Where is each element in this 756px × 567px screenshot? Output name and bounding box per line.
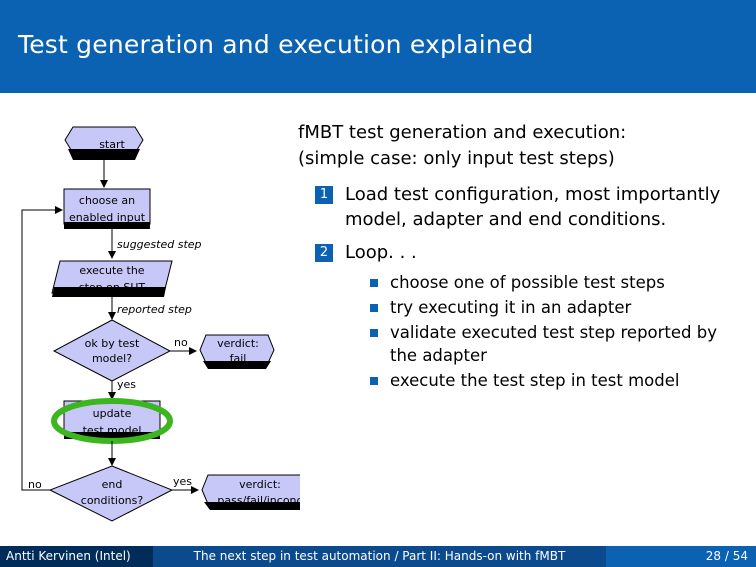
execute-label-1: execute the bbox=[79, 264, 144, 277]
verdict-pass-label-1: verdict: bbox=[239, 478, 281, 491]
numbered-list: 1 Load test configuration, most importan… bbox=[298, 182, 748, 392]
choose-label-2: enabled input bbox=[69, 211, 146, 224]
ok-decision-node: ok by test model? bbox=[52, 319, 172, 382]
end-label-1: end bbox=[102, 478, 123, 491]
footer-talk-title: The next step in test automation / Part … bbox=[153, 546, 606, 567]
execute-label-2: step on SUT bbox=[79, 281, 146, 294]
number-badge: 1 bbox=[315, 186, 333, 204]
sublist-item-text: execute the test step in test model bbox=[390, 371, 680, 390]
footer-author: Antti Kervinen (Intel) bbox=[0, 546, 153, 567]
verdict-fail-node: verdict: fail bbox=[199, 334, 275, 369]
bullet-square-icon bbox=[370, 304, 378, 312]
number-badge: 2 bbox=[315, 244, 333, 262]
update-label-2: test model bbox=[83, 424, 142, 437]
start-label: start bbox=[99, 138, 125, 151]
bullet-square-icon bbox=[370, 377, 378, 385]
bullet-square-icon bbox=[370, 279, 378, 287]
sublist-item: try executing it in an adapter bbox=[345, 296, 748, 319]
sublist-item: validate executed test step reported by … bbox=[345, 321, 748, 367]
no-label-1: no bbox=[174, 336, 188, 349]
choose-label-1: choose an bbox=[79, 194, 135, 207]
slide-content: fMBT test generation and execution: (sim… bbox=[298, 120, 748, 400]
yes-label-1: yes bbox=[117, 378, 136, 391]
end-decision-node: end conditions? bbox=[48, 465, 174, 522]
yes-label-2: yes bbox=[173, 475, 192, 488]
choose-input-node: choose an enabled input bbox=[63, 188, 151, 229]
intro-line-2: (simple case: only input test steps) bbox=[298, 148, 615, 169]
edge-loop-back bbox=[21, 206, 63, 491]
list-item-text: Load test configuration, most importantl… bbox=[345, 184, 721, 230]
loop-sublist: choose one of possible test steps try ex… bbox=[345, 271, 748, 392]
update-label-1: update bbox=[93, 407, 132, 420]
flowchart: start choose an enabled input suggested … bbox=[21, 126, 300, 522]
slide-title-bar: Test generation and execution explained bbox=[0, 0, 756, 93]
suggested-step-label: suggested step bbox=[117, 238, 202, 251]
ok-label-2: model? bbox=[92, 352, 132, 365]
verdict-pass-label-2: pass/fail/inconc bbox=[217, 494, 300, 507]
sublist-item-text: choose one of possible test steps bbox=[390, 273, 665, 292]
no-label-2: no bbox=[28, 478, 42, 491]
reported-step-label: reported step bbox=[117, 303, 192, 316]
ok-label-1: ok by test bbox=[85, 337, 140, 350]
list-item: 2 Loop. . . choose one of possible test … bbox=[298, 240, 748, 392]
start-node: start bbox=[64, 126, 144, 160]
list-item-text: Loop. . . bbox=[345, 242, 417, 263]
list-item: 1 Load test configuration, most importan… bbox=[298, 182, 748, 232]
execute-node: execute the step on SUT bbox=[51, 260, 173, 297]
footer-page-number: 28 / 54 bbox=[606, 546, 756, 567]
sublist-item: choose one of possible test steps bbox=[345, 271, 748, 294]
intro-line-1: fMBT test generation and execution: bbox=[298, 122, 627, 143]
bullet-square-icon bbox=[370, 329, 378, 337]
sublist-item-text: try executing it in an adapter bbox=[390, 298, 632, 317]
end-label-2: conditions? bbox=[81, 494, 144, 507]
slide-title: Test generation and execution explained bbox=[18, 30, 534, 59]
verdict-fail-label-2: fail bbox=[230, 352, 247, 365]
footer-bar: Antti Kervinen (Intel) The next step in … bbox=[0, 546, 756, 567]
sublist-item-text: validate executed test step reported by … bbox=[390, 323, 718, 365]
verdict-pass-node: verdict: pass/fail/inconc bbox=[201, 474, 300, 510]
sublist-item: execute the test step in test model bbox=[345, 369, 748, 392]
verdict-fail-label-1: verdict: bbox=[217, 337, 259, 350]
